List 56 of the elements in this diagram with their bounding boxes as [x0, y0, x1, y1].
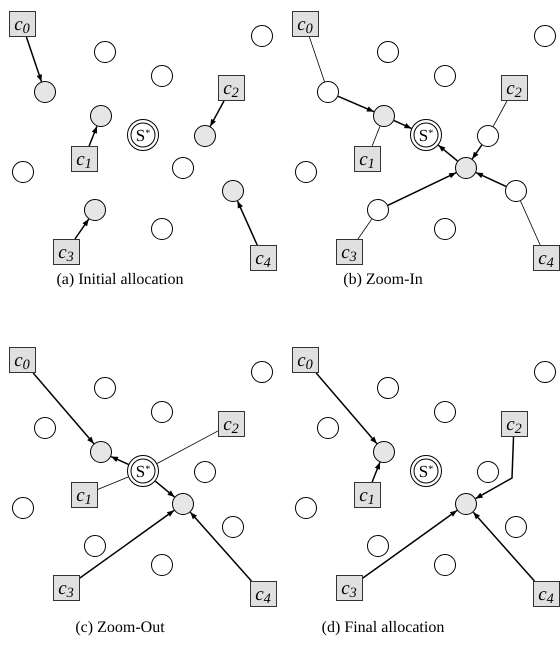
target-double-circle: S$^{*}$ [127, 119, 159, 151]
connector-line [492, 100, 508, 127]
client-box: c$_{2}$ [218, 75, 244, 101]
arrow [472, 144, 482, 160]
connector-line [96, 476, 129, 490]
arrow [236, 200, 258, 246]
arrow [110, 456, 129, 466]
arrow [32, 372, 94, 444]
client-box: c$_{4}$ [532, 245, 560, 271]
arrow [472, 512, 535, 582]
client-box: c$_{2}$ [218, 411, 244, 437]
target-double-circle: S$^{*}$ [410, 119, 442, 151]
arrow [371, 462, 381, 482]
client-box: c$_{1}$ [70, 482, 98, 508]
arrow [78, 510, 174, 580]
arrow [210, 100, 225, 127]
arrow [338, 96, 374, 112]
client-box: c$_{0}$ [8, 347, 36, 373]
client-box: c$_{4}$ [250, 581, 276, 607]
connector-line [372, 126, 380, 146]
connector-line [520, 200, 541, 246]
connector-line [309, 36, 325, 82]
arrow [88, 126, 98, 146]
arrow [388, 172, 456, 206]
arrow [438, 144, 458, 162]
subfigure-caption: (c) Zoom-Out [75, 620, 165, 636]
connector-line [156, 430, 218, 464]
target-double-circle: S$^{*}$ [410, 455, 442, 487]
client-box: c$_{3}$ [52, 239, 80, 265]
client-box: c$_{3}$ [52, 575, 80, 601]
client-box: c$_{0}$ [8, 11, 36, 37]
arrow [154, 480, 175, 498]
subfigure-caption: (d) Final allocation [322, 620, 444, 636]
client-box: c$_{3}$ [336, 575, 362, 601]
client-box: c$_{4}$ [532, 581, 560, 607]
arrow [190, 512, 252, 582]
client-box: c$_{0}$ [292, 347, 318, 373]
client-box: c$_{2}$ [500, 411, 528, 437]
subfigure-caption: (b) Zoom-In [343, 272, 423, 288]
target-double-circle: S$^{*}$ [127, 455, 159, 487]
client-box: c$_{1}$ [70, 146, 98, 172]
client-box: c$_{1}$ [354, 146, 380, 172]
arrow [74, 218, 90, 240]
arrow [476, 172, 506, 188]
arrow [316, 372, 378, 444]
arrow [394, 120, 412, 130]
client-box: c$_{1}$ [354, 482, 380, 508]
client-box: c$_{4}$ [250, 245, 276, 271]
arrow [362, 510, 458, 580]
subfigure-caption: (a) Initial allocation [56, 272, 184, 288]
arrow [475, 436, 514, 500]
client-box: c$_{3}$ [336, 239, 362, 265]
arrow [26, 36, 42, 82]
client-box: c$_{0}$ [292, 11, 318, 37]
connector-line [358, 218, 372, 240]
client-box: c$_{2}$ [500, 75, 528, 101]
